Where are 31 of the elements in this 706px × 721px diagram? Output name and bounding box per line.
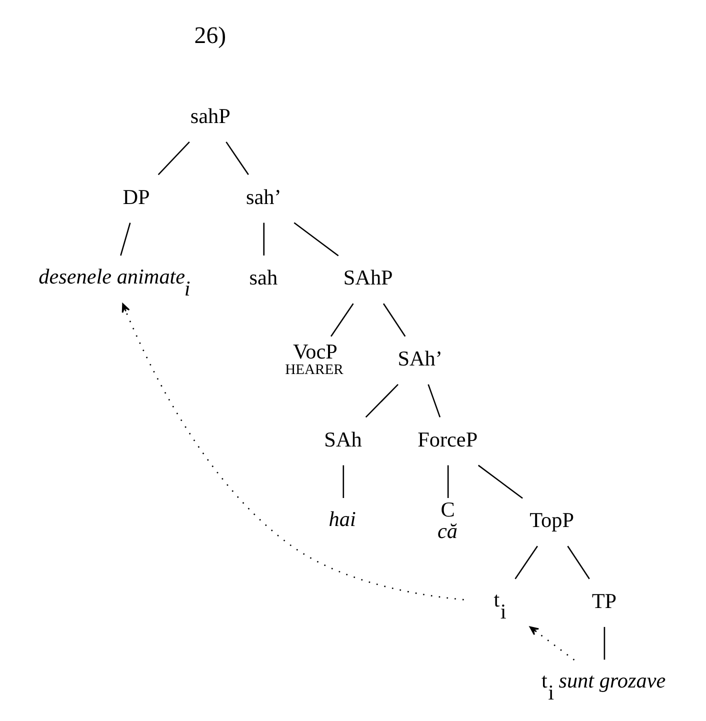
connector — [514, 546, 538, 580]
label: 26) — [194, 22, 226, 49]
node-text: DP — [122, 184, 150, 209]
connector — [567, 546, 590, 580]
connector — [342, 465, 344, 498]
node-text: ForceP — [418, 427, 478, 452]
node-text: hai — [328, 506, 356, 531]
connector — [158, 141, 190, 176]
node-text: VocP HEARER — [285, 339, 344, 378]
connector — [604, 626, 606, 660]
connector — [263, 222, 265, 256]
arrow — [529, 626, 575, 660]
node-text: TopP — [530, 508, 574, 532]
node-text: TP — [592, 589, 617, 614]
connector — [428, 384, 441, 418]
connector — [447, 465, 449, 498]
connector — [226, 142, 249, 176]
node-text: SAh’ — [398, 346, 442, 371]
connector — [330, 303, 354, 337]
connector — [365, 384, 398, 418]
connector — [294, 222, 339, 256]
node-text: C că — [437, 498, 458, 543]
node-text: SAhP — [343, 266, 393, 290]
node-text: SAh — [324, 427, 362, 452]
arrow — [122, 303, 464, 600]
node-text: sah — [249, 266, 278, 290]
connector — [120, 222, 131, 256]
node-text: sah’ — [246, 184, 282, 209]
node-text: sahP — [190, 104, 230, 128]
connector — [382, 303, 406, 337]
connector — [478, 464, 523, 499]
